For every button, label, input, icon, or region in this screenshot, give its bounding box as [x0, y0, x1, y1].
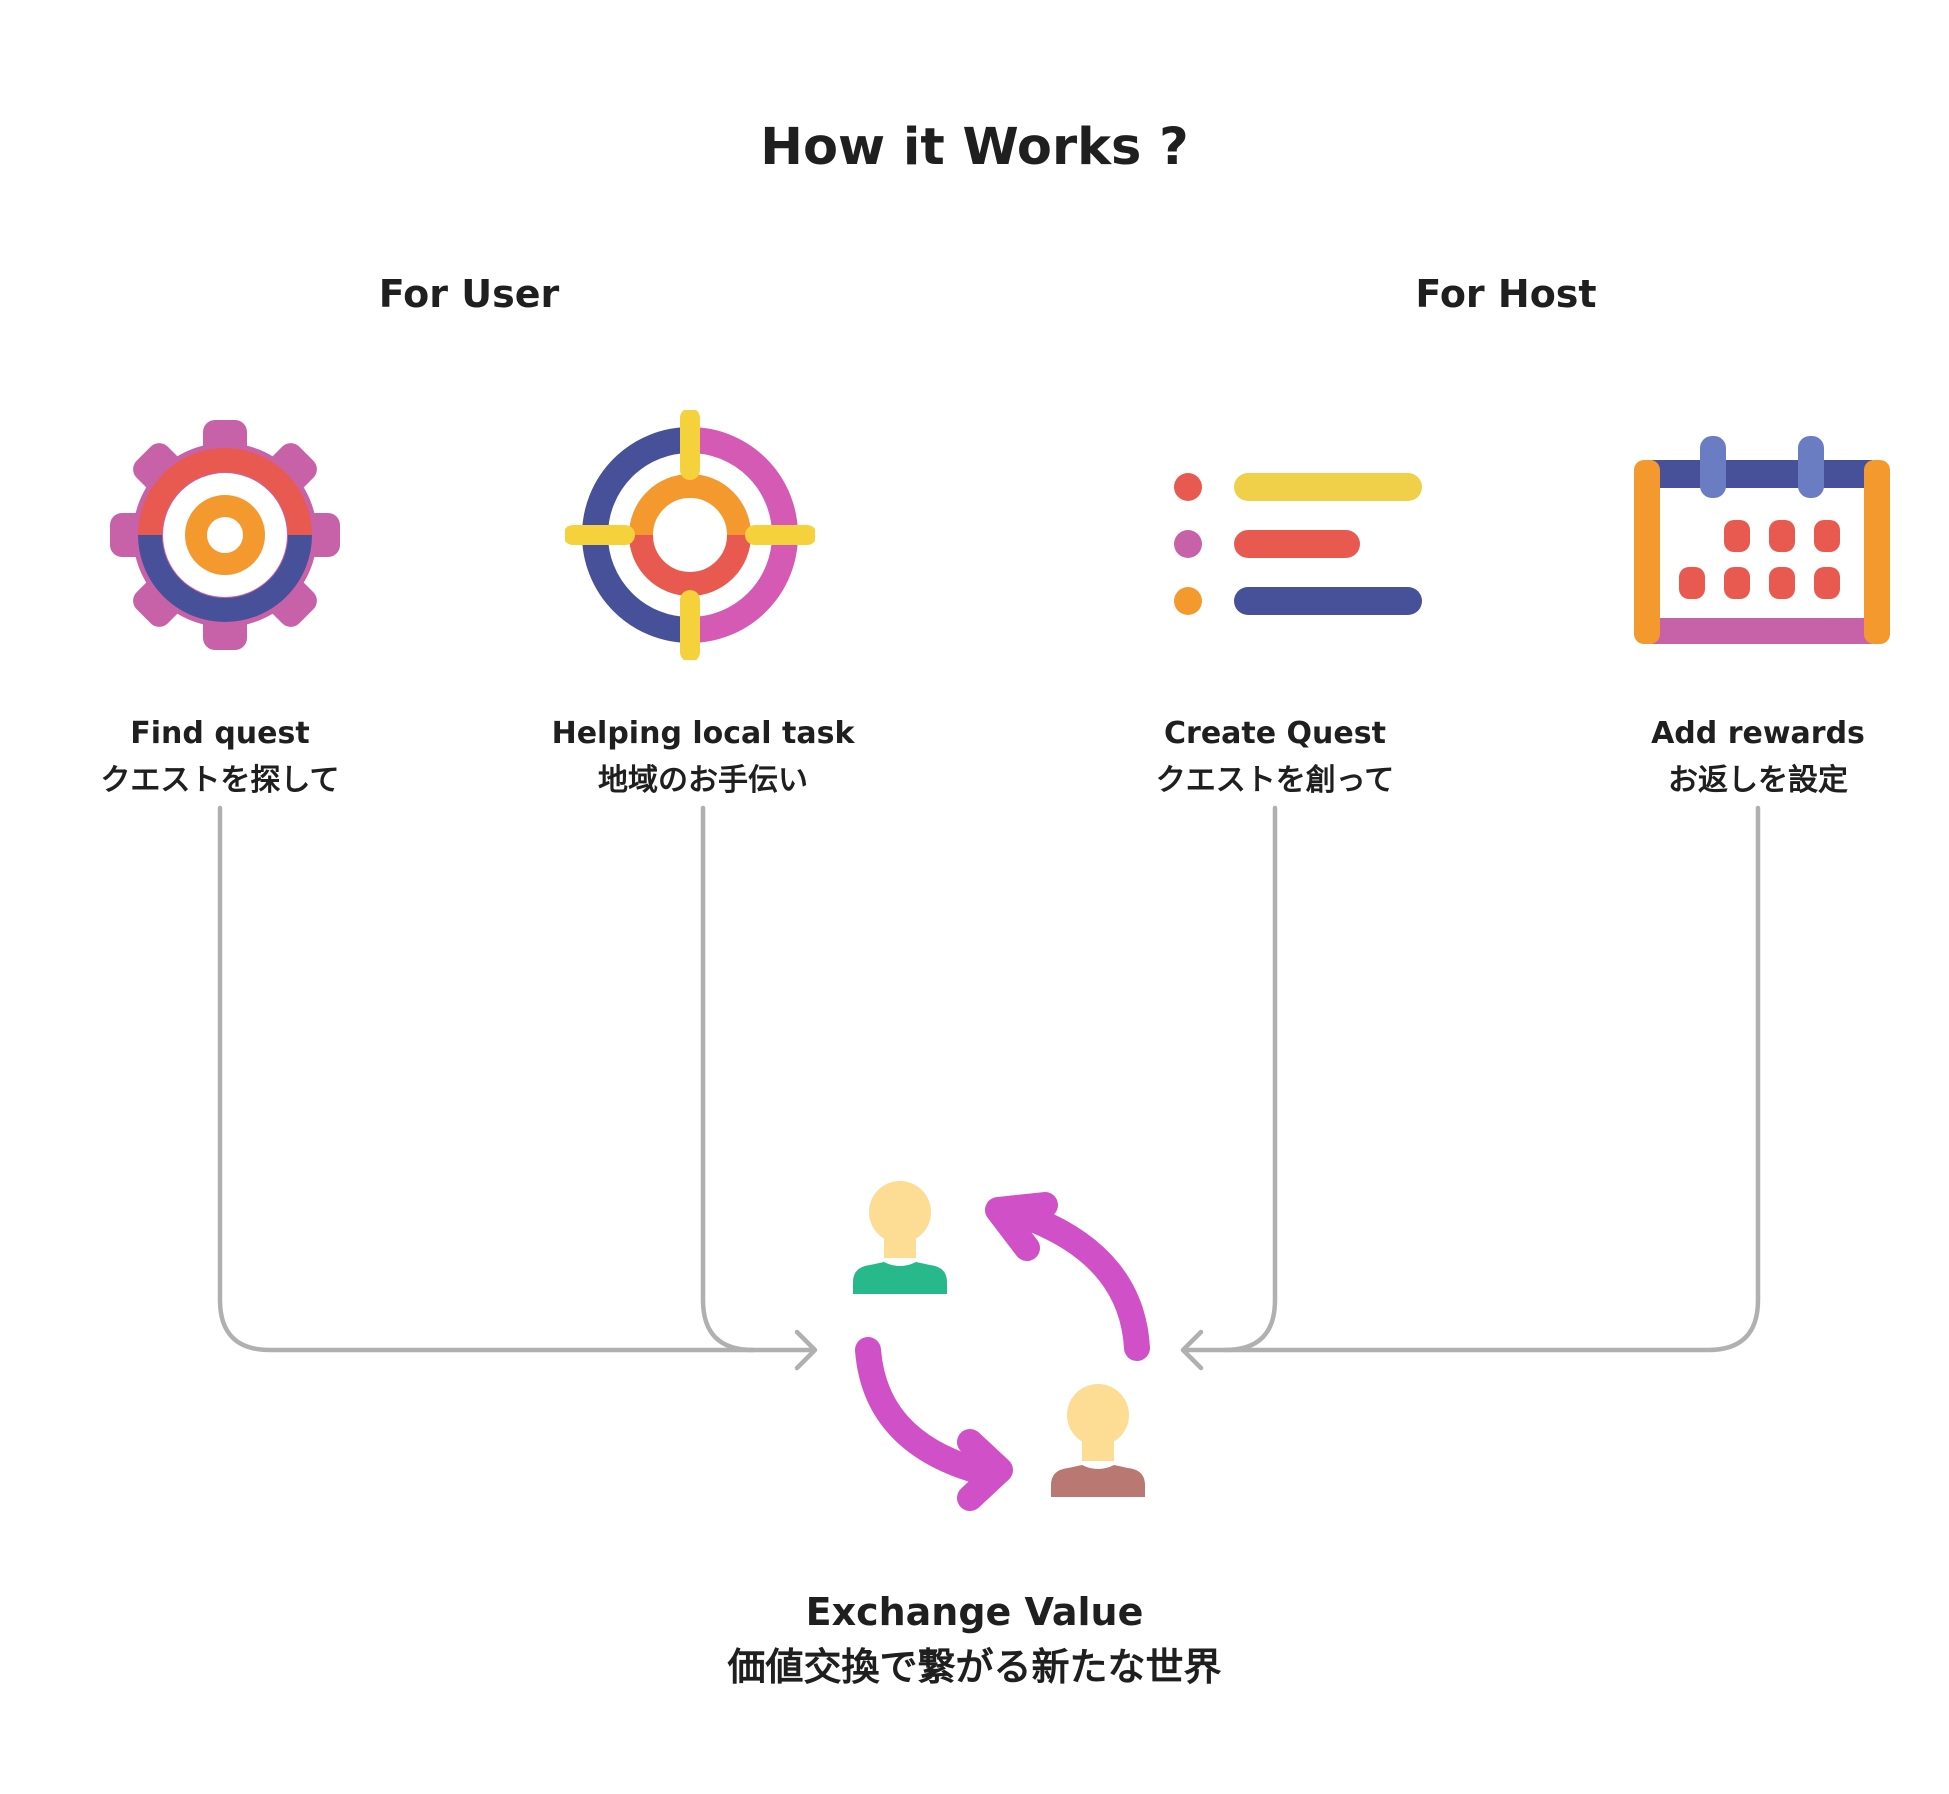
crosshair-icon	[565, 410, 815, 660]
step-create-quest: Create Quest クエストを創って	[1085, 710, 1465, 804]
step-add-rewards-en: Add rewards	[1651, 716, 1865, 751]
gear-target-icon	[110, 420, 340, 650]
step-add-rewards: Add rewards お返しを設定	[1568, 710, 1948, 804]
section-title-host: For Host	[1415, 272, 1597, 316]
step-find-quest-jp: クエストを探して	[100, 763, 340, 798]
step-find-quest: Find quest クエストを探して	[30, 710, 410, 804]
exchange-value-en: Exchange Value	[805, 1590, 1144, 1634]
connector-helping-local-task	[700, 805, 756, 1353]
arrow-head-right-side	[1180, 1329, 1204, 1371]
page-title: How it Works ?	[760, 118, 1189, 177]
exchange-arrow-top-head	[985, 1192, 1058, 1261]
step-create-quest-jp: クエストを創って	[1155, 763, 1395, 798]
connector-add-rewards	[1181, 805, 1761, 1353]
connector-create-quest	[1222, 805, 1278, 1353]
arrow-head-left-side	[794, 1329, 818, 1371]
exchange-arrow-bottom	[855, 1337, 988, 1483]
connector-find-quest	[217, 805, 815, 1353]
exchange-people-icon	[853, 1181, 1150, 1511]
step-helping-local-task-jp: 地域のお手伝い	[598, 763, 808, 798]
person-icon-brown	[1051, 1384, 1145, 1497]
step-helping-local-task-en: Helping local task	[551, 716, 855, 751]
exchange-value-jp: 価値交換で繋がる新たな世界	[727, 1645, 1222, 1689]
exchange-arrow-top	[1022, 1207, 1150, 1361]
list-icon	[1174, 473, 1422, 615]
step-find-quest-en: Find quest	[130, 716, 310, 751]
exchange-value-label: Exchange Value 価値交換で繋がる新たな世界	[0, 1585, 1949, 1695]
calendar-icon	[1634, 436, 1890, 644]
step-helping-local-task: Helping local task 地域のお手伝い	[513, 710, 893, 804]
section-title-user: For User	[378, 272, 560, 316]
exchange-arrow-bottom-head	[957, 1429, 1013, 1511]
step-create-quest-en: Create Quest	[1164, 716, 1386, 751]
person-icon-green	[853, 1181, 947, 1294]
step-add-rewards-jp: お返しを設定	[1668, 763, 1848, 798]
